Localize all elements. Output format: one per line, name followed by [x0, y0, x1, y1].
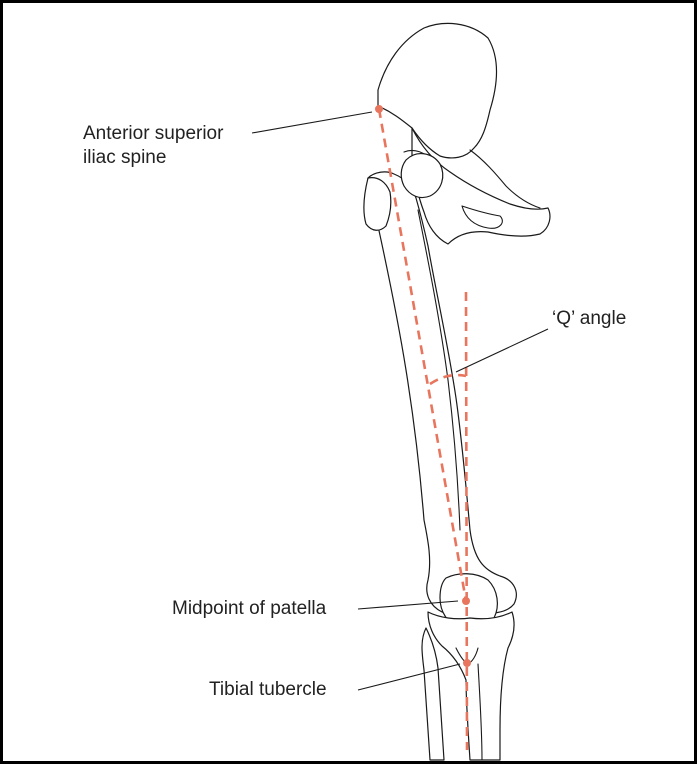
patella-midpoint	[462, 597, 470, 605]
femur-greater-trochanter	[364, 178, 391, 231]
fibula	[422, 628, 444, 760]
asis-label-line1: Anterior superior	[83, 122, 223, 146]
q-angle-label: ‘Q’ angle	[552, 307, 626, 331]
patella-label: Midpoint of patella	[172, 597, 326, 621]
asis-leader	[252, 112, 372, 133]
tibial-leader	[358, 664, 460, 690]
asis-label-line2: iliac spine	[83, 146, 223, 170]
q-angle-leader	[456, 329, 548, 372]
asis-point	[375, 105, 383, 113]
pelvis-ilium	[378, 23, 497, 158]
tibial-tubercle-point	[463, 659, 471, 667]
tibial-tubercle-label: Tibial tubercle	[209, 678, 327, 702]
asis-label: Anterior superior iliac spine	[83, 122, 223, 170]
femur-head	[401, 154, 443, 198]
